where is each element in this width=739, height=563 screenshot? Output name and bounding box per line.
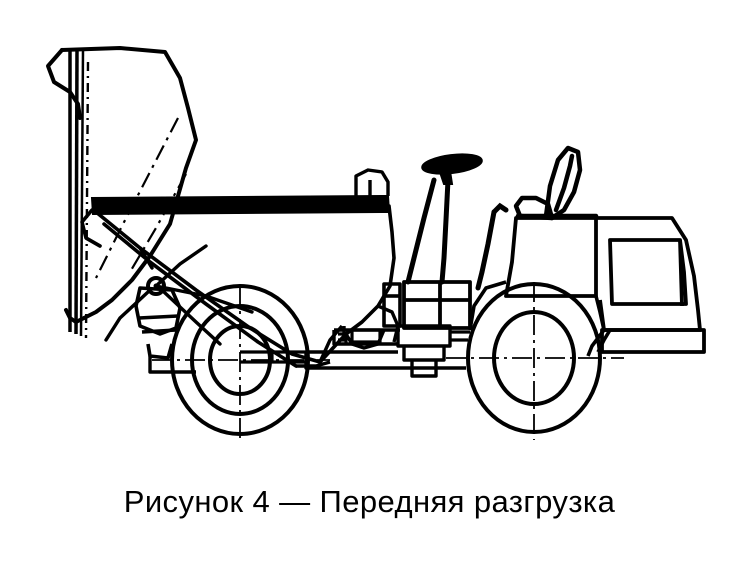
hydraulic-cylinder xyxy=(134,286,182,360)
raised-body-tailgate-plates xyxy=(68,49,85,337)
rail-end-bracket xyxy=(354,168,390,196)
dashboard-box xyxy=(402,280,472,330)
steering-wheel xyxy=(421,153,483,185)
drive-shaft xyxy=(338,328,470,344)
axle-housing xyxy=(396,324,452,378)
raised-body-tailgate-centerline xyxy=(84,61,90,339)
technical-drawing xyxy=(46,46,706,440)
skip-support-legs xyxy=(318,324,346,363)
front-fender xyxy=(148,356,331,374)
operator-seat xyxy=(513,145,599,221)
front-axle-link xyxy=(240,350,306,364)
rear-wheel-centerline xyxy=(446,282,624,440)
rear-wheel-arch xyxy=(468,280,612,357)
rear-bumper xyxy=(600,328,706,354)
control-lever xyxy=(475,202,509,291)
figure-caption: Рисунок 4 — Передняя разгрузка xyxy=(123,484,616,519)
top-rail xyxy=(90,194,391,216)
steering-column xyxy=(405,177,451,285)
tip-trajectory xyxy=(95,117,187,279)
